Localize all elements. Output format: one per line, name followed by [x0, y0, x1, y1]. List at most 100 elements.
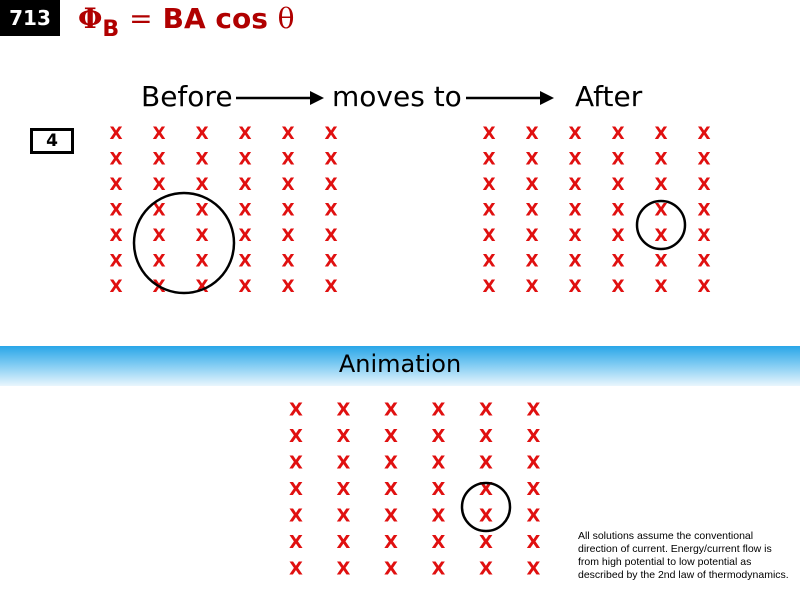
field-into-page-x: X	[527, 400, 541, 421]
field-into-page-x: X	[568, 150, 581, 170]
field-into-page-x: X	[654, 226, 667, 246]
after-heading: After	[575, 80, 643, 113]
field-into-page-x: X	[432, 479, 446, 500]
field-into-page-x: X	[238, 124, 251, 144]
field-into-page-x: X	[152, 252, 165, 272]
field-into-page-x: X	[384, 400, 398, 421]
field-into-page-x: X	[109, 226, 122, 246]
field-into-page-x: X	[525, 201, 538, 221]
field-into-page-x: X	[525, 175, 538, 195]
field-into-page-x: X	[482, 277, 495, 297]
field-into-page-x: X	[337, 506, 351, 527]
field-into-page-x: X	[525, 150, 538, 170]
field-into-page-x: X	[238, 150, 251, 170]
field-into-page-x: X	[324, 252, 337, 272]
field-into-page-x: X	[568, 277, 581, 297]
field-into-page-x: X	[109, 252, 122, 272]
field-into-page-x: X	[525, 124, 538, 144]
field-into-page-x: X	[611, 124, 624, 144]
field-into-page-x: X	[611, 201, 624, 221]
field-into-page-x: X	[611, 175, 624, 195]
field-into-page-x: X	[482, 175, 495, 195]
field-into-page-x: X	[697, 124, 710, 144]
field-into-page-x: X	[384, 426, 398, 447]
field-into-page-x: X	[479, 453, 493, 474]
field-into-page-x: X	[109, 124, 122, 144]
field-into-page-x: X	[482, 252, 495, 272]
field-into-page-x: X	[654, 201, 667, 221]
field-into-page-x: X	[152, 150, 165, 170]
field-into-page-x: X	[432, 400, 446, 421]
slide-number: 713	[0, 0, 60, 36]
field-into-page-x: X	[697, 226, 710, 246]
field-into-page-x: X	[568, 124, 581, 144]
field-into-page-x: X	[195, 252, 208, 272]
field-into-page-x: X	[337, 479, 351, 500]
field-into-page-x: X	[384, 506, 398, 527]
field-into-page-x: X	[238, 277, 251, 297]
animation-label: Animation	[338, 350, 462, 378]
field-into-page-x: X	[152, 201, 165, 221]
field-into-page-x: X	[289, 426, 303, 447]
field-into-page-x: X	[152, 124, 165, 144]
field-into-page-x: X	[195, 201, 208, 221]
field-into-page-x: X	[238, 201, 251, 221]
field-into-page-x: X	[654, 150, 667, 170]
field-into-page-x: X	[568, 252, 581, 272]
field-into-page-x: X	[479, 426, 493, 447]
field-into-page-x: X	[654, 277, 667, 297]
field-into-page-x: X	[109, 175, 122, 195]
field-into-page-x: X	[479, 506, 493, 527]
field-into-page-x: X	[337, 559, 351, 580]
field-into-page-x: X	[238, 226, 251, 246]
field-into-page-x: X	[527, 532, 541, 553]
field-into-page-x: X	[479, 532, 493, 553]
formula-rhs: BA cos	[162, 2, 268, 35]
field-into-page-x: X	[611, 277, 624, 297]
field-into-page-x: X	[432, 426, 446, 447]
field-into-page-x: X	[109, 201, 122, 221]
field-into-page-x: X	[654, 252, 667, 272]
field-into-page-x: X	[289, 532, 303, 553]
field-into-page-x: X	[238, 252, 251, 272]
field-into-page-x: X	[527, 559, 541, 580]
phi-symbol: Φ	[78, 2, 103, 35]
field-into-page-x: X	[482, 124, 495, 144]
field-into-page-x: X	[195, 175, 208, 195]
field-into-page-x: X	[527, 453, 541, 474]
field-into-page-x: X	[432, 506, 446, 527]
field-into-page-x: X	[324, 277, 337, 297]
field-into-page-x: X	[337, 426, 351, 447]
field-into-page-x: X	[482, 201, 495, 221]
field-into-page-x: X	[527, 426, 541, 447]
field-into-page-x: X	[281, 150, 294, 170]
field-into-page-x: X	[527, 506, 541, 527]
field-into-page-x: X	[109, 150, 122, 170]
field-into-page-x: X	[384, 532, 398, 553]
field-into-page-x: X	[195, 124, 208, 144]
field-into-page-x: X	[432, 532, 446, 553]
field-into-page-x: X	[289, 559, 303, 580]
field-into-page-x: X	[281, 201, 294, 221]
equals-sign: =	[129, 2, 153, 35]
right-arrow-icon	[466, 91, 554, 105]
field-into-page-x: X	[432, 559, 446, 580]
conventional-current-note: All solutions assume the conventional di…	[578, 530, 789, 581]
animation-banner	[0, 346, 800, 386]
field-into-page-x: X	[479, 559, 493, 580]
field-into-page-x: X	[281, 252, 294, 272]
field-into-page-x: X	[697, 252, 710, 272]
field-into-page-x: X	[281, 277, 294, 297]
field-into-page-x: X	[109, 277, 122, 297]
field-into-page-x: X	[568, 201, 581, 221]
field-into-page-x: X	[281, 124, 294, 144]
field-into-page-x: X	[697, 175, 710, 195]
problem-number-box: 4	[30, 128, 74, 154]
field-into-page-x: X	[289, 506, 303, 527]
field-into-page-x: X	[337, 532, 351, 553]
field-into-page-x: X	[568, 175, 581, 195]
field-into-page-x: X	[611, 226, 624, 246]
